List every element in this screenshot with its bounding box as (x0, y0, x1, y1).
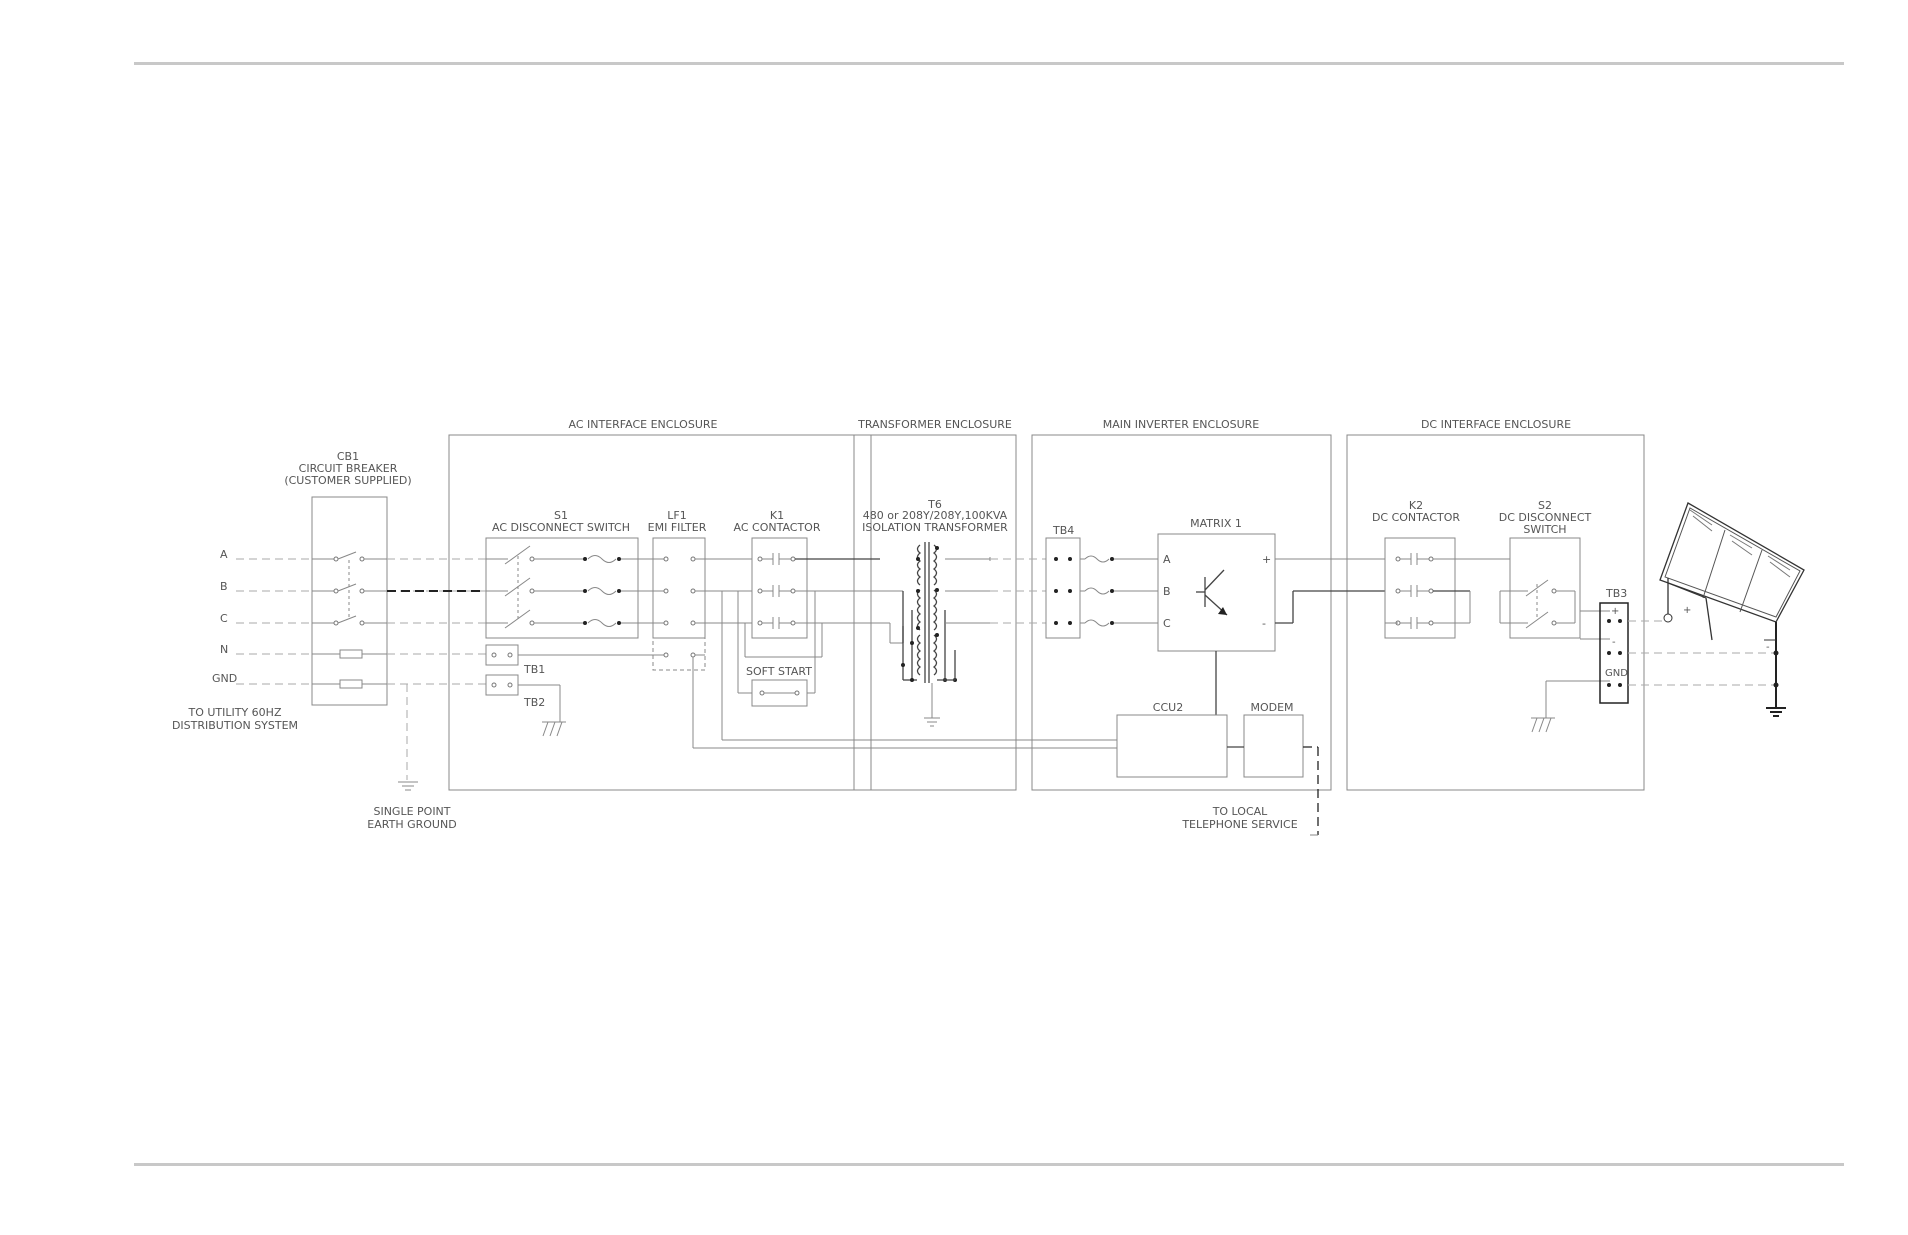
matrix-phase-b: B (1163, 585, 1171, 598)
earth-ground-label-2: EARTH GROUND (367, 818, 456, 831)
cb1-label: CB1 (337, 450, 359, 463)
matrix-1-box (1157, 533, 1276, 652)
t6-transformer-windings (880, 542, 991, 727)
dc-interface-enclosure (1346, 434, 1645, 791)
lf1-terminals (663, 556, 752, 748)
modem-box (1243, 714, 1304, 778)
t6-name: ISOLATION TRANSFORMER (862, 521, 1008, 534)
s2-name-2: SWITCH (1523, 523, 1566, 536)
igbt-transistor-icon (1196, 569, 1228, 616)
dc-chassis-ground-icon (1531, 680, 1610, 733)
tb1-block (485, 644, 519, 666)
k2-contacts (1385, 553, 1510, 629)
earth-ground-icon (398, 781, 418, 791)
tb4-terminals (1054, 555, 1158, 627)
ac-interface-enclosure (448, 434, 872, 791)
soft-start-label: SOFT START (746, 665, 812, 678)
s1-box (485, 537, 639, 639)
inverter-enclosure-label: MAIN INVERTER ENCLOSURE (1103, 418, 1260, 431)
line-a-label: A (220, 548, 228, 561)
tb3-plus: + (1611, 606, 1619, 617)
lf1-neutral-box (652, 637, 706, 671)
k1-name: AC CONTACTOR (734, 521, 821, 534)
lf1-box (652, 537, 706, 639)
lf1-name: EMI FILTER (648, 521, 707, 534)
main-inverter-enclosure (1031, 434, 1332, 791)
line-c-label: C (220, 612, 228, 625)
k2-label: K2 (1409, 499, 1423, 512)
s1-label: S1 (554, 509, 568, 522)
top-rule (134, 62, 1844, 65)
matrix-phase-a: A (1163, 553, 1171, 566)
solar-panel-icon (1659, 502, 1805, 717)
bottom-rule (134, 1163, 1844, 1166)
k1-label: K1 (770, 509, 784, 522)
s2-label: S2 (1538, 499, 1552, 512)
transformer-enclosure (853, 434, 1017, 791)
s2-switch-contacts (1500, 579, 1610, 640)
utility-label-1: TO UTILITY 60HZ (187, 706, 281, 719)
tb3-terminals (1607, 619, 1622, 687)
tb2-label: TB2 (523, 696, 545, 709)
tb3-to-pv-lines (1628, 620, 1776, 686)
cb1-to-ac-lines (387, 558, 486, 780)
tb1-label: TB1 (523, 663, 545, 676)
transformer-enclosure-label: TRANSFORMER ENCLOSURE (857, 418, 1012, 431)
soft-start-circuit (737, 591, 823, 707)
tb3-label: TB3 (1605, 587, 1627, 600)
matrix-dc-minus: - (1262, 617, 1266, 630)
k2-name: DC CONTACTOR (1372, 511, 1460, 524)
tb2-block (485, 674, 519, 696)
matrix-phase-c: C (1163, 617, 1171, 630)
control-wiring (693, 590, 1117, 749)
s2-box (1509, 537, 1581, 639)
cb1-switch-contacts (312, 551, 387, 689)
tb4-block (1045, 537, 1081, 639)
cb1-note: (CUSTOMER SUPPLIED) (284, 474, 411, 487)
telephone-label-1: TO LOCAL (1212, 805, 1268, 818)
pv-plus-label: + (1683, 605, 1691, 616)
tb4-label: TB4 (1052, 524, 1074, 537)
matrix-dc-plus: + (1262, 553, 1271, 566)
s1-name: AC DISCONNECT SWITCH (492, 521, 630, 534)
k2-box (1384, 537, 1456, 639)
ccu2-box (1116, 714, 1228, 778)
telephone-label-2: TELEPHONE SERVICE (1181, 818, 1297, 831)
line-gnd-label: GND (212, 672, 237, 685)
modem-label: MODEM (1250, 701, 1293, 714)
lf1-label: LF1 (667, 509, 686, 522)
k1-box (751, 537, 808, 639)
ac-enclosure-label: AC INTERFACE ENCLOSURE (569, 418, 718, 431)
earth-ground-label-1: SINGLE POINT (373, 805, 450, 818)
t6-rating: 480 or 208Y/208Y,100KVA (863, 509, 1008, 522)
t6-label: T6 (927, 498, 942, 511)
dc-enclosure-label: DC INTERFACE ENCLOSURE (1421, 418, 1571, 431)
line-b-label: B (220, 580, 228, 593)
chassis-ground-icon (542, 685, 566, 737)
xfmr-to-inverter-lines (990, 558, 1046, 624)
cb1-box (311, 496, 388, 706)
ccu2-label: CCU2 (1153, 701, 1183, 714)
k1-contacts (757, 553, 796, 629)
s1-fuse-icons (583, 555, 665, 627)
utility-label-2: DISTRIBUTION SYSTEM (172, 719, 298, 732)
tb3-gnd: GND (1605, 668, 1628, 679)
s2-name-1: DC DISCONNECT (1499, 511, 1592, 524)
s1-switch-contacts (486, 545, 585, 629)
tb3-block (1599, 602, 1629, 704)
matrix-label: MATRIX 1 (1190, 517, 1242, 530)
tb3-minus: - (1612, 637, 1616, 648)
utility-incoming-lines (236, 558, 312, 685)
pv-minus-label: - (1766, 642, 1770, 653)
line-n-label: N (220, 643, 228, 656)
cb1-name: CIRCUIT BREAKER (299, 462, 398, 475)
